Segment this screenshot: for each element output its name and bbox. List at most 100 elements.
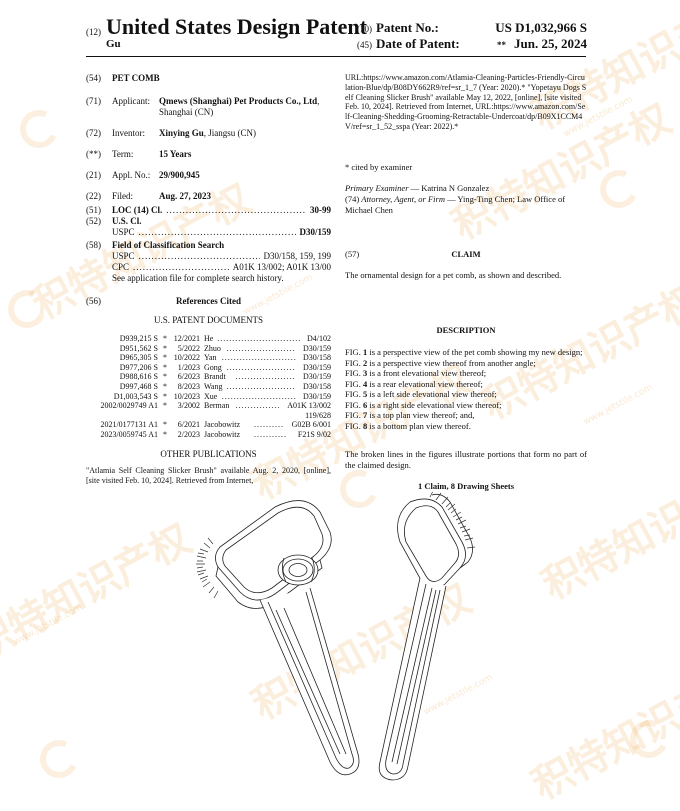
reference-number: D997,468 S (119, 382, 158, 391)
dot-leader: ........................................… (254, 420, 283, 430)
reference-star: * (163, 401, 167, 411)
field-loc: (51) LOC (14) Cl. 30-99 (86, 205, 331, 217)
dot-leader: ........................................… (217, 334, 300, 343)
watermark-text: 积特知识产权 (0, 515, 199, 670)
code-10: (10) (357, 24, 372, 34)
list-item: FIG. 3 is a front elevational view there… (345, 368, 487, 378)
reference-name: Wang (204, 382, 223, 391)
reference-star: * (163, 362, 167, 372)
term-extension-marker: ** (497, 40, 507, 50)
document-title: United States Design Patent (106, 14, 367, 39)
reference-class: D4/102 (307, 334, 331, 343)
reference-name: Brandt (204, 372, 226, 382)
reference-number: 2023/0059745 A1 (100, 430, 158, 439)
reference-date: 2/2023 (177, 430, 200, 439)
reference-class-secondary: 119/628 (305, 410, 331, 420)
list-item: FIG. 1 is a perspective view of the pet … (345, 347, 583, 357)
reference-star: * (163, 334, 167, 343)
reference-number: D965,305 S (119, 353, 158, 363)
reference-class: D30/159 (303, 343, 331, 353)
publications-continued: URL:https://www.amazon.com/Atlamia-Clean… (345, 73, 587, 131)
dot-leader: ........................................… (221, 353, 297, 363)
reference-class: D30/158 (303, 382, 331, 391)
date-of-patent-row: (45) Date of Patent: ** Jun. 25, 2024 (357, 36, 587, 52)
dot-leader: ........................................… (235, 372, 297, 382)
patent-number-row: (10) Patent No.: US D1,032,966 S (357, 20, 587, 36)
field-applicant: (71) Applicant: Qmews (Shanghai) Pet Pro… (86, 96, 320, 117)
reference-name: He (204, 334, 214, 343)
reference-date: 10/2023 (173, 391, 200, 401)
comb-release-button (277, 554, 319, 586)
reference-date: 6/2021 (177, 420, 200, 430)
reference-class: D30/159 (303, 391, 331, 401)
other-publications-heading: OTHER PUBLICATIONS (160, 449, 257, 459)
field-appl-no: (21) Appl. No.: 29/900,945 (86, 170, 200, 180)
reference-number: D939,215 S (119, 334, 158, 343)
field-inventor: (72) Inventor: Xinying Gu, Jiangsu (CN) (86, 128, 257, 138)
field-classification-search: (58) Field of Classification Search USPC… (86, 240, 331, 286)
reference-class: D30/158 (303, 353, 331, 363)
reference-date: 8/2023 (177, 382, 200, 391)
reference-date: 10/2022 (173, 353, 200, 363)
reference-star: * (163, 430, 167, 439)
reference-date: 6/2023 (177, 372, 200, 382)
field-us-cl: (52) U.S. Cl. USPC D30/159 (86, 216, 331, 240)
description-heading: DESCRIPTION (436, 325, 496, 335)
reference-number: 2021/0177131 A1 (100, 420, 158, 430)
reference-class: A01K 13/002 (287, 401, 331, 411)
us-patent-documents-heading: U.S. PATENT DOCUMENTS (153, 315, 264, 325)
comb-head-left (215, 500, 332, 609)
list-item: FIG. 6 is a right side elevational view … (345, 399, 502, 410)
description-list: FIG. 1 is a perspective view of the pet … (345, 347, 587, 431)
inventor-name: Xinying Gu (159, 128, 204, 138)
reference-name: Zhuo (204, 343, 221, 353)
list-item: FIG. 8 is a bottom plan view thereof. (345, 420, 471, 431)
dot-leader: ........................................… (226, 382, 296, 391)
references-heading: References Cited (175, 296, 242, 306)
reference-name: Yan (204, 353, 217, 363)
reference-number: D951,562 S (119, 343, 158, 353)
reference-number: D977,206 S (119, 362, 158, 372)
reference-class: D30/159 (303, 362, 331, 372)
reference-name: Gong (204, 362, 222, 372)
broken-lines-note: The broken lines in the figures illustra… (345, 449, 587, 470)
reference-name: Jacobowitz (204, 430, 240, 439)
claim-code: (57) (345, 249, 360, 259)
field-title: (54) PET COMB (86, 73, 160, 83)
watermark-url: www.jetstile.com (582, 382, 655, 428)
reference-date: 1/2023 (177, 362, 200, 372)
reference-number: D988,616 S (119, 372, 158, 382)
comb-handle-left (259, 587, 360, 776)
watermark-url: www.jetstile.com (12, 602, 85, 648)
comb-head-right (397, 493, 473, 590)
dot-leader: ........................................… (254, 430, 287, 439)
patent-number-label: Patent No.: (376, 20, 439, 35)
pet-comb-drawing (196, 492, 476, 781)
comb-handle-right (378, 577, 447, 781)
reference-number: D1,003,543 S (113, 391, 158, 401)
reference-date: 3/2002 (177, 401, 200, 411)
design-title: PET COMB (112, 73, 160, 83)
list-item: FIG. 5 is a left side elevational view t… (345, 389, 497, 399)
claims-sheets-count: 1 Claim, 8 Drawing Sheets (417, 481, 515, 491)
field-filed: (22) Filed: Aug. 27, 2023 (86, 191, 212, 201)
primary-examiner: Primary Examiner — Katrina N Gonzalez (345, 183, 490, 193)
claim-heading: CLAIM (451, 249, 481, 259)
reference-class: F21S 9/02 (297, 430, 331, 439)
date-of-patent-label: Date of Patent: (376, 36, 460, 51)
header-divider (86, 56, 586, 57)
kind-code: (12) (86, 27, 101, 37)
reference-name: Xue (204, 391, 218, 401)
references-code: (56) (86, 296, 101, 306)
reference-star: * (163, 343, 167, 353)
watermark-logo-icon (624, 714, 674, 764)
reference-name: Berman (204, 401, 230, 411)
reference-class: D30/159 (303, 372, 331, 382)
code-45: (45) (357, 40, 372, 50)
header-inventor: Gu (106, 38, 121, 50)
reference-star: * (163, 372, 167, 382)
reference-star: * (163, 391, 167, 401)
list-item: FIG. 4 is a rear elevational view thereo… (345, 378, 483, 389)
watermark-logo-icon (2, 284, 52, 334)
watermark-logo-icon (34, 734, 84, 784)
